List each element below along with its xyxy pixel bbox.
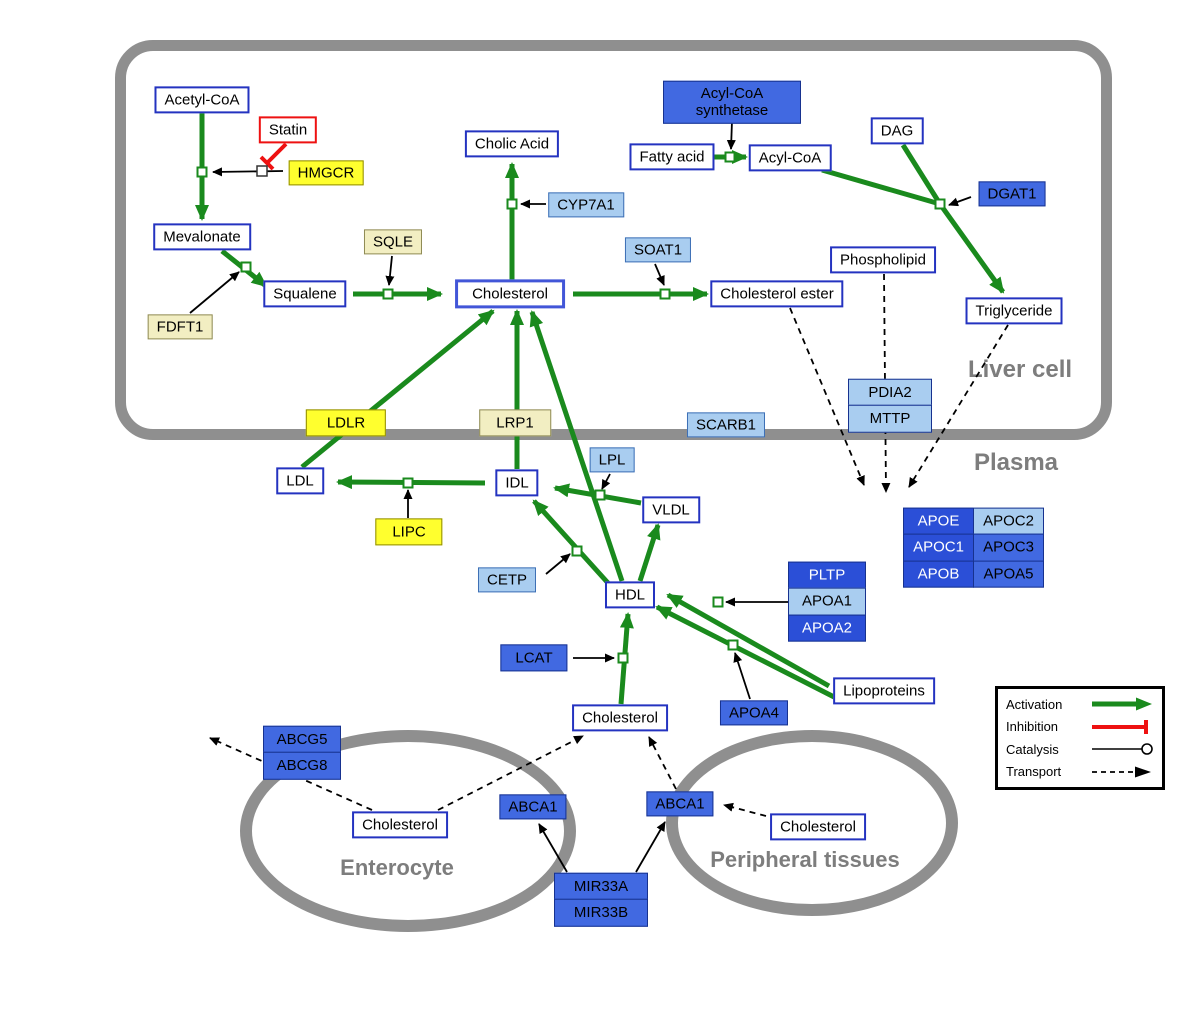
legend: Activation Inhibition Catalysis Transpor… — [995, 686, 1165, 790]
inhibition-tbar-icon — [1092, 719, 1148, 734]
node-lrp1[interactable]: LRP1 — [479, 409, 551, 437]
node-sqle[interactable]: SQLE — [363, 229, 423, 255]
node-acyl-coa-synthetase[interactable]: Acyl-CoA synthetase — [663, 80, 801, 124]
node-apoa5[interactable]: APOA5 — [973, 560, 1044, 588]
legend-catalysis: Catalysis — [1006, 741, 1154, 757]
node-dgat1[interactable]: DGAT1 — [978, 181, 1046, 207]
peripheral-tissues-label: Peripheral tissues — [710, 847, 900, 872]
node-cyp7a1[interactable]: CYP7A1 — [548, 192, 624, 218]
catalysis-circle-icon — [1092, 743, 1153, 756]
node-mir33a[interactable]: MIR33A — [554, 872, 648, 900]
node-apoc1[interactable]: APOC1 — [903, 533, 974, 562]
node-cetp[interactable]: CETP — [477, 567, 537, 593]
node-cholesterol-ester[interactable]: Cholesterol ester — [710, 280, 844, 308]
node-hdl[interactable]: HDL — [604, 581, 656, 609]
node-abcg5[interactable]: ABCG5 — [263, 725, 341, 753]
node-fdft1[interactable]: FDFT1 — [147, 314, 213, 340]
node-triglyceride[interactable]: Triglyceride — [965, 297, 1063, 325]
legend-catalysis-label: Catalysis — [1006, 741, 1059, 757]
node-stack-pltp-apoa1-apoa2: PLTP APOA1 APOA2 — [788, 561, 866, 642]
node-pltp[interactable]: PLTP — [788, 561, 866, 589]
node-abca1-enterocyte[interactable]: ABCA1 — [499, 794, 567, 820]
node-soat1[interactable]: SOAT1 — [624, 237, 692, 263]
activation-arrow-icon — [1092, 697, 1152, 711]
node-cholic-acid[interactable]: Cholic Acid — [464, 130, 560, 158]
liver-cell-label: Liver cell — [967, 356, 1073, 383]
legend-transport-label: Transport — [1006, 764, 1062, 780]
node-apoe[interactable]: APOE — [903, 507, 974, 535]
node-mttp[interactable]: MTTP — [848, 405, 932, 433]
node-ldlr[interactable]: LDLR — [305, 409, 387, 437]
node-cholesterol[interactable]: Cholesterol — [455, 279, 565, 309]
node-phospholipid[interactable]: Phospholipid — [830, 246, 936, 274]
node-fatty-acid[interactable]: Fatty acid — [629, 143, 715, 171]
node-acetyl-coa[interactable]: Acetyl-CoA — [154, 86, 250, 114]
node-stack-mir33: MIR33A MIR33B — [554, 872, 648, 927]
node-ldl[interactable]: LDL — [276, 467, 324, 495]
node-pdia2[interactable]: PDIA2 — [848, 378, 932, 406]
node-apoa1[interactable]: APOA1 — [788, 587, 866, 616]
node-abcg8[interactable]: ABCG8 — [263, 752, 341, 780]
node-mir33b[interactable]: MIR33B — [554, 899, 648, 927]
legend-activation: Activation — [1006, 696, 1154, 712]
node-dag[interactable]: DAG — [870, 117, 924, 145]
node-hmgcr[interactable]: HMGCR — [288, 160, 364, 186]
enterocyte-label: Enterocyte — [340, 855, 454, 880]
node-vldl[interactable]: VLDL — [642, 496, 700, 524]
node-acyl-coa[interactable]: Acyl-CoA — [748, 144, 832, 172]
legend-inhibition-label: Inhibition — [1006, 719, 1059, 735]
node-apoa2[interactable]: APOA2 — [788, 614, 866, 642]
node-lpl[interactable]: LPL — [589, 447, 635, 473]
node-grid-apolipoproteins: APOE APOC2 APOC1 APOC3 APOB APOA5 — [903, 507, 1044, 588]
node-apob[interactable]: APOB — [903, 560, 974, 588]
node-stack-abcg5-abcg8: ABCG5 ABCG8 — [263, 725, 341, 780]
plasma-label: Plasma — [973, 449, 1059, 476]
legend-activation-label: Activation — [1006, 696, 1063, 712]
node-cholesterol-peripheral[interactable]: Cholesterol — [770, 813, 866, 841]
legend-inhibition: Inhibition — [1006, 719, 1154, 735]
node-idl[interactable]: IDL — [495, 469, 539, 497]
node-apoc3[interactable]: APOC3 — [973, 533, 1044, 562]
node-apoc2[interactable]: APOC2 — [973, 507, 1044, 535]
node-scarb1[interactable]: SCARB1 — [686, 412, 766, 438]
node-apoa4[interactable]: APOA4 — [719, 700, 789, 726]
liver-cell-compartment — [115, 40, 1112, 440]
node-lipoproteins[interactable]: Lipoproteins — [833, 677, 935, 705]
node-statin[interactable]: Statin — [258, 116, 318, 144]
node-cholesterol-plasma[interactable]: Cholesterol — [572, 704, 668, 732]
legend-transport: Transport — [1006, 764, 1154, 780]
node-squalene[interactable]: Squalene — [263, 280, 347, 308]
transport-dashed-arrow-icon — [1092, 766, 1151, 778]
node-mevalonate[interactable]: Mevalonate — [153, 223, 251, 251]
node-stack-pdia2-mttp: PDIA2 MTTP — [848, 378, 932, 433]
node-lipc[interactable]: LIPC — [375, 518, 443, 546]
node-cholesterol-enterocyte[interactable]: Cholesterol — [352, 811, 448, 839]
node-lcat[interactable]: LCAT — [500, 644, 568, 672]
node-abca1-peripheral[interactable]: ABCA1 — [646, 791, 714, 817]
